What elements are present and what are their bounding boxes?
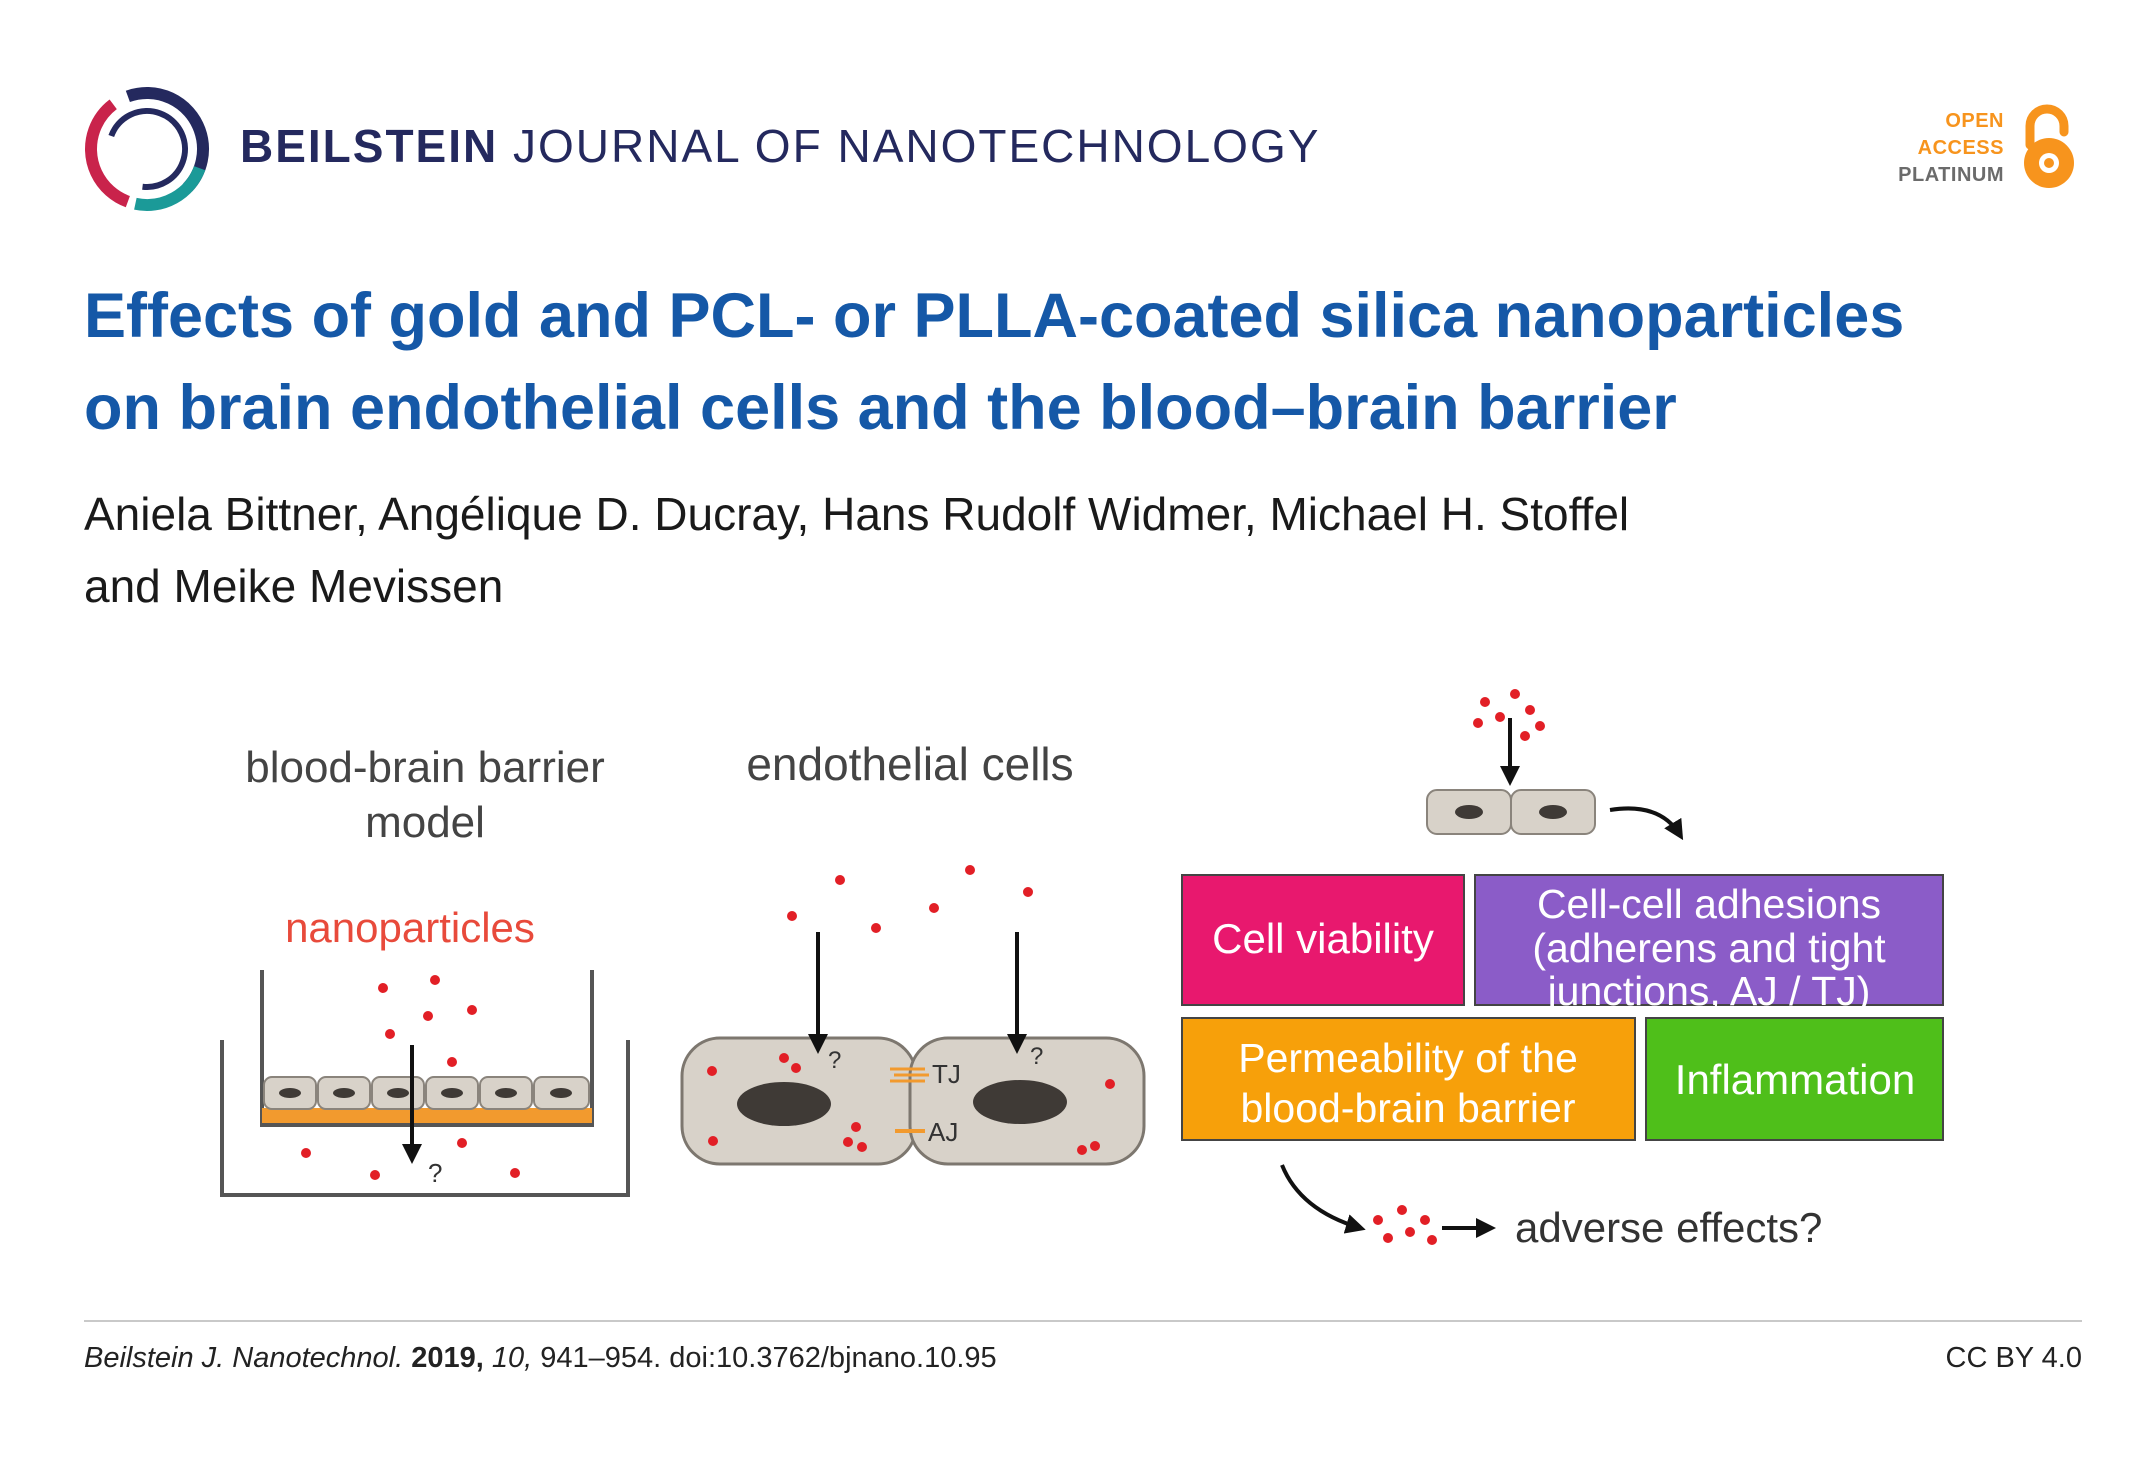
authors-line-2: and Meike Mevissen: [84, 560, 504, 612]
cell-question-right: ?: [1030, 1043, 1043, 1070]
incoming-particles: [1473, 689, 1545, 741]
footer-divider: [84, 1320, 2082, 1322]
adhesions-line-2: (adherens and tight: [1532, 925, 1886, 971]
inflammation-box: [1645, 1017, 1944, 1141]
oa-line-platinum: PLATINUM: [1898, 164, 2004, 186]
journal-name: BEILSTEIN JOURNAL OF NANOTECHNOLOGY: [240, 116, 1320, 176]
bbb-label-line-2: model: [365, 798, 485, 847]
cell-question-left: ?: [828, 1047, 841, 1074]
tj-label: TJ: [932, 1059, 961, 1089]
insert-membrane: [262, 1108, 592, 1123]
authors-line-1: Aniela Bittner, Angélique D. Ducray, Han…: [84, 488, 1630, 540]
cell-adhesions-box: [1474, 874, 1944, 1006]
aj-label: AJ: [928, 1117, 958, 1147]
adhesions-line-3: junctions, AJ / TJ): [1547, 968, 1871, 1014]
journal-logo: [82, 84, 212, 214]
article-title: Effects of gold and PCL- or PLLA-coated …: [84, 270, 2084, 454]
open-lock-icon: [2024, 104, 2074, 188]
citation-journal: Beilstein J. Nanotechnol.: [84, 1342, 404, 1374]
inflammation-label: Inflammation: [1675, 1056, 1915, 1103]
graphical-abstract: blood-brain barrier model nanoparticles …: [220, 689, 1944, 1251]
effects-panel: Cell viability Cell-cell adhesions (adhe…: [1181, 689, 1944, 1251]
journal-logo-icon: [85, 87, 209, 211]
permeability-line-1: Permeability of the: [1238, 1035, 1578, 1081]
endothelial-particles: [707, 865, 1115, 1155]
citation-volume: 10,: [491, 1342, 533, 1374]
effects-curved-arrow-bottom: [1280, 1164, 1366, 1234]
adhesions-line-1: Cell-cell adhesions: [1537, 881, 1881, 927]
cell-viability-box: [1181, 874, 1465, 1006]
endothelial-label: endothelial cells: [746, 738, 1073, 790]
adverse-effects-label: adverse effects?: [1515, 1204, 1822, 1251]
nucleus-right: [973, 1080, 1067, 1124]
open-access-badge: OPEN ACCESS PLATINUM: [1880, 100, 2080, 195]
bbb-label-line-1: blood-brain barrier: [245, 743, 605, 792]
oa-line-open: OPEN: [1945, 110, 2004, 132]
effects-curved-arrow-top: [1609, 806, 1684, 841]
citation-pages-doi[interactable]: 941–954. doi:10.3762/bjnano.10.95: [540, 1342, 997, 1374]
journal-subtitle: JOURNAL OF NANOTECHNOLOGY: [513, 120, 1321, 172]
nanoparticles-label: nanoparticles: [285, 904, 535, 951]
title-line-2: on brain endothelial cells and the blood…: [84, 373, 1677, 443]
citation-year: 2019,: [411, 1342, 484, 1374]
well-plate-outline: [220, 1040, 630, 1197]
journal-brand: BEILSTEIN: [240, 120, 499, 172]
tight-junction-marker: [890, 1067, 929, 1083]
permeability-box: [1181, 1017, 1636, 1141]
cell-viability-label: Cell viability: [1212, 915, 1434, 962]
bbb-question-mark: ?: [428, 1158, 442, 1188]
article-authors: Aniela Bittner, Angélique D. Ducray, Han…: [84, 478, 1984, 622]
bbb-particles: [301, 975, 520, 1180]
outcome-particles: [1373, 1205, 1437, 1245]
permeability-line-2: blood-brain barrier: [1240, 1085, 1575, 1131]
bbb-model-panel: blood-brain barrier model nanoparticles …: [220, 743, 630, 1197]
endothelial-panel: endothelial cells ? ? TJ AJ: [680, 738, 1146, 1166]
oa-line-access: ACCESS: [1917, 137, 2004, 159]
citation: Beilstein J. Nanotechnol. 2019, 10, 941–…: [84, 1342, 997, 1375]
license-label[interactable]: CC BY 4.0: [1945, 1342, 2082, 1374]
title-line-1: Effects of gold and PCL- or PLLA-coated …: [84, 281, 1905, 351]
bbb-cell-layer: [263, 1076, 590, 1110]
transwell-insert: [260, 970, 594, 1127]
nucleus-left: [737, 1082, 831, 1126]
